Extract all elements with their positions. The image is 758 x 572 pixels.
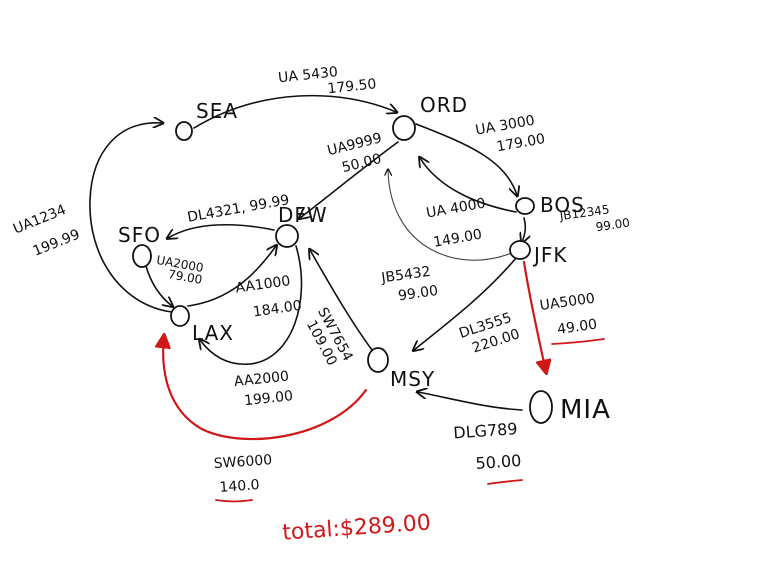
edge-msy-dfw	[310, 250, 373, 351]
underline-jfk-mia	[551, 338, 605, 345]
label-dfw: DFW	[278, 203, 328, 227]
node-dfw[interactable]	[275, 224, 299, 248]
flight-sfo-sea: UA1234 199.99	[11, 202, 82, 260]
flight-price: 149.00	[432, 227, 483, 251]
underline-msy-lax	[215, 499, 253, 503]
edge-ord-dfw	[300, 141, 399, 218]
node-jfk[interactable]	[509, 240, 531, 260]
flight-price: 140.0	[219, 477, 260, 496]
flight-price: 79.00	[167, 267, 203, 287]
edge-dfw-lax	[200, 245, 303, 365]
flight-jfk-mia: UA5000 49.00	[539, 291, 598, 338]
flight-code: UA5000	[539, 291, 596, 315]
flight-code: UA 4000	[425, 195, 487, 221]
flight-sea-ord: UA 5430 179.50	[277, 64, 377, 97]
label-sfo: SFO	[118, 223, 161, 247]
flight-price: 199.99	[31, 227, 82, 260]
label-sea: SEA	[196, 99, 238, 123]
label-mia: MIA	[560, 395, 611, 425]
flight-bos-ord: UA 4000 149.00	[425, 195, 487, 251]
flight-ord-dfw: UA9999 50.00	[326, 130, 384, 176]
flight-code: UA 5430	[277, 64, 338, 86]
edge-jfk-mia	[522, 260, 546, 372]
flight-price: 199.00	[243, 388, 293, 409]
edge-ord-bos	[415, 123, 517, 195]
flight-code: SW6000	[213, 452, 272, 472]
label-jfk: JFK	[532, 243, 568, 267]
flight-lax-dfw: AA1000 184.00	[235, 273, 303, 321]
flight-jfk-msy: DL3555 220.00	[457, 310, 522, 357]
total-text: total:$289.00	[282, 510, 432, 545]
flight-msy-lax: SW6000 140.0	[213, 452, 272, 496]
flight-price: 184.00	[252, 298, 303, 321]
edge-jfk-ord	[388, 170, 515, 261]
node-sea[interactable]	[175, 121, 193, 141]
flight-code: DL4321, 99.99	[186, 192, 290, 226]
edge-sea-ord	[193, 94, 396, 129]
label-bos: BOS	[540, 193, 585, 217]
edge-bos-jfk	[522, 217, 525, 242]
flight-code: AA1000	[235, 273, 292, 297]
flight-sfo-lax: UA2000 79.00	[155, 253, 204, 287]
flight-price: 50.00	[475, 451, 522, 473]
flight-price: 49.00	[556, 317, 598, 338]
node-bos[interactable]	[515, 197, 535, 215]
flight-code: DLG789	[453, 419, 518, 442]
node-sfo[interactable]	[132, 244, 152, 268]
edge-lax-dfw	[187, 246, 276, 307]
node-mia[interactable]	[529, 390, 553, 424]
edge-sfo-lax	[145, 265, 172, 306]
flight-dfw-sfo: DL4321, 99.99	[186, 192, 290, 226]
edge-msy-lax	[163, 336, 368, 441]
flight-ord-bos: UA 3000 179.00	[474, 113, 546, 156]
edge-sfo-sea	[89, 123, 173, 313]
flight-dfw-lax: AA2000 199.00	[233, 368, 293, 409]
edge-jfk-msy	[414, 257, 517, 350]
flight-code: AA2000	[233, 368, 290, 390]
edge-dfw-sfo	[168, 224, 275, 238]
flight-price: 179.00	[495, 131, 546, 155]
flight-msy-dfw: SW7654 109.00	[303, 305, 356, 369]
underline-mia-msy	[487, 479, 523, 485]
label-ord: ORD	[420, 93, 468, 117]
flight-jfk-ord: JB5432 99.00	[380, 264, 440, 305]
flight-code: JB5432	[380, 264, 432, 287]
flight-price: 99.00	[595, 216, 631, 235]
label-lax: LAX	[192, 321, 234, 345]
edge-bos-ord	[420, 158, 517, 213]
label-msy: MSY	[390, 367, 435, 391]
node-ord[interactable]	[392, 115, 416, 141]
flight-mia-msy: DLG789 50.00	[453, 419, 522, 473]
total-cost: total:$289.00	[282, 510, 432, 545]
flight-price: 99.00	[397, 283, 439, 304]
node-lax[interactable]	[170, 305, 190, 327]
flight-price: 179.50	[327, 76, 377, 97]
edge-mia-msy	[418, 392, 523, 411]
node-msy[interactable]	[367, 347, 389, 373]
